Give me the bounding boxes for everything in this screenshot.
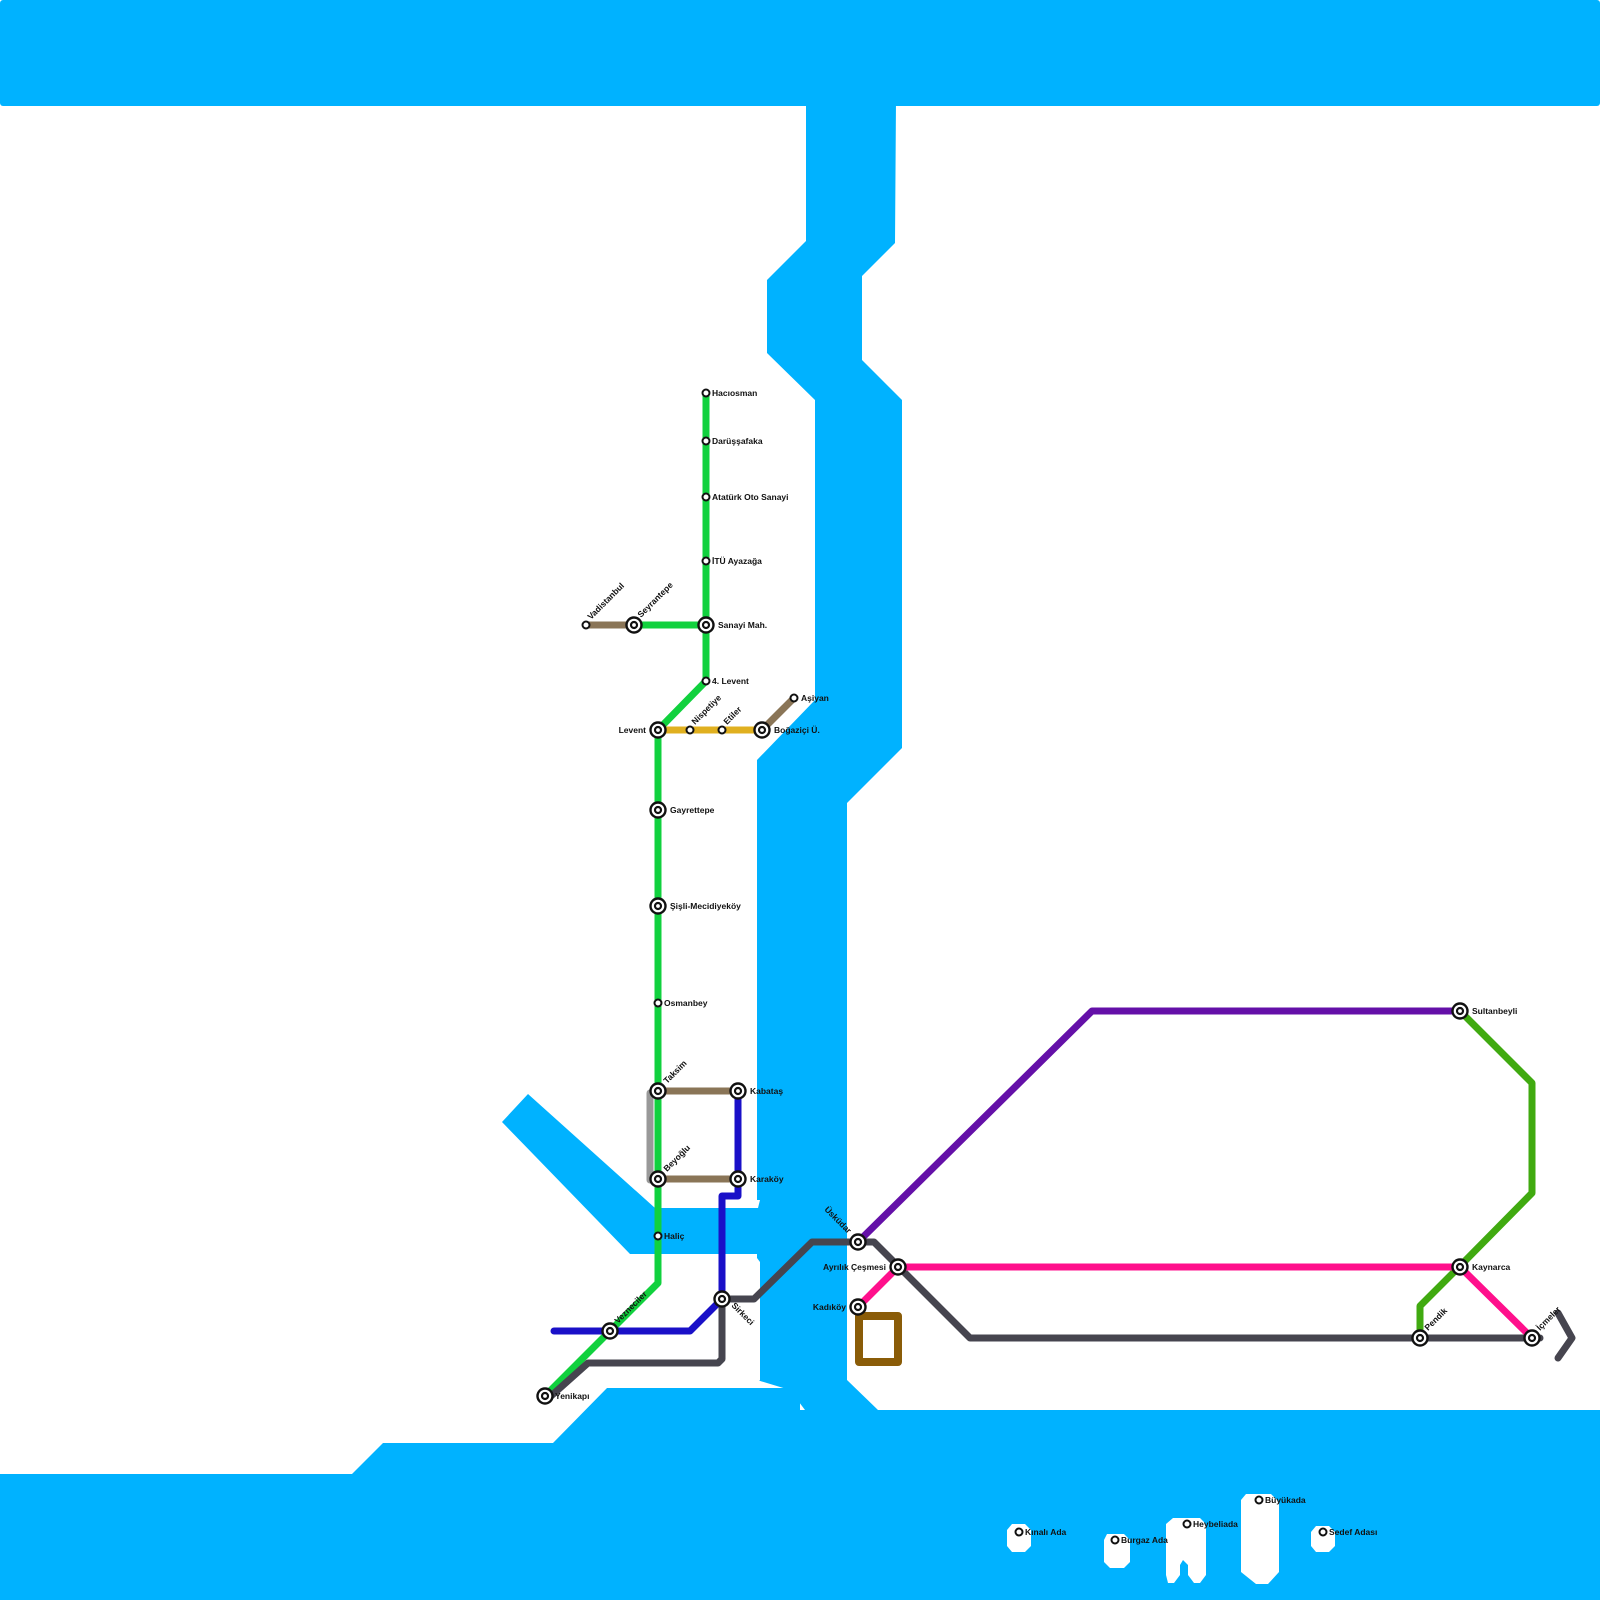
svg-text:Vezneciler: Vezneciler xyxy=(612,1288,649,1325)
prince-islands xyxy=(1007,1494,1335,1584)
station-hacıosman[interactable]: Hacıosman xyxy=(701,388,758,398)
svg-text:Sedef Adası: Sedef Adası xyxy=(1329,1527,1377,1537)
station-4-levent[interactable]: 4. Levent xyxy=(701,676,750,686)
station-burgaz-ada[interactable]: Burgaz Ada xyxy=(1110,1535,1169,1545)
svg-text:Haliç: Haliç xyxy=(664,1231,685,1241)
line-purple[interactable] xyxy=(854,1007,1464,1246)
station-buyukada[interactable]: Büyükada xyxy=(1254,1495,1306,1505)
svg-text:Burgaz Ada: Burgaz Ada xyxy=(1121,1535,1168,1545)
svg-text:Seyrantepe: Seyrantepe xyxy=(635,580,675,620)
station-sisli[interactable]: Şişli-Mecidiyeköy xyxy=(649,897,742,915)
station-levent[interactable]: Levent xyxy=(619,721,667,739)
svg-text:Şişli-Mecidiyeköy: Şişli-Mecidiyeköy xyxy=(670,901,741,911)
station-vadistanbul[interactable]: Vadistanbul xyxy=(581,581,627,630)
svg-text:4. Levent: 4. Levent xyxy=(712,676,749,686)
sea-of-marmara xyxy=(0,1388,1600,1600)
station-kinali-ada[interactable]: Kınalı Ada xyxy=(1014,1527,1067,1537)
station-sedef-adasi[interactable]: Sedef Adası xyxy=(1318,1527,1378,1537)
svg-text:Osmanbey: Osmanbey xyxy=(664,998,708,1008)
svg-text:Kabataş: Kabataş xyxy=(750,1086,783,1096)
svg-text:Sultanbeyli: Sultanbeyli xyxy=(1472,1006,1517,1016)
svg-text:Gayrettepe: Gayrettepe xyxy=(670,805,715,815)
svg-text:Pendik: Pendik xyxy=(1422,1305,1449,1332)
svg-text:Vadistanbul: Vadistanbul xyxy=(585,581,626,622)
station-gayrettepe[interactable]: Gayrettepe xyxy=(649,801,715,819)
station-bogazici[interactable]: Boğaziçi Ü. xyxy=(753,721,820,739)
svg-text:Yenikapı: Yenikapı xyxy=(555,1391,590,1401)
svg-text:Büyükada: Büyükada xyxy=(1265,1495,1306,1505)
svg-text:Atatürk Oto Sanayi: Atatürk Oto Sanayi xyxy=(712,492,789,502)
black-sea xyxy=(0,0,1600,106)
island-heybeliada xyxy=(1166,1518,1206,1583)
line-pink[interactable] xyxy=(854,1263,1536,1342)
island-burgaz xyxy=(1104,1534,1130,1568)
line-marmaray[interactable] xyxy=(547,1238,1544,1400)
island-buyukada xyxy=(1241,1494,1279,1584)
golden-horn xyxy=(502,1094,760,1254)
station-yenikapi[interactable]: Yenikapı xyxy=(536,1387,590,1405)
station-kadikoy[interactable]: Kadıköy xyxy=(813,1298,867,1316)
svg-text:Beyoğlu: Beyoğlu xyxy=(661,1143,692,1174)
station-karakoy[interactable]: Karaköy xyxy=(729,1170,784,1188)
station-kabatas[interactable]: Kabataş xyxy=(729,1082,784,1100)
svg-text:Karaköy: Karaköy xyxy=(750,1174,784,1184)
station-kaynarca[interactable]: Kaynarca xyxy=(1451,1258,1511,1276)
line-green2[interactable] xyxy=(1416,1007,1536,1342)
station-osmanbey[interactable]: Osmanbey xyxy=(653,998,708,1008)
svg-text:Heybeliada: Heybeliada xyxy=(1193,1519,1238,1529)
island-kinali xyxy=(1007,1524,1031,1552)
svg-text:Levent: Levent xyxy=(619,725,647,735)
svg-text:Boğaziçi Ü.: Boğaziçi Ü. xyxy=(774,725,820,735)
line-loop[interactable] xyxy=(855,1312,902,1366)
svg-text:Taksim: Taksim xyxy=(661,1058,689,1086)
island-sedef xyxy=(1311,1526,1335,1552)
svg-text:Kadıköy: Kadıköy xyxy=(813,1302,846,1312)
svg-text:İTÜ Ayazağa: İTÜ Ayazağa xyxy=(712,556,762,566)
svg-text:Ayrılık Çeşmesi: Ayrılık Çeşmesi xyxy=(823,1262,886,1272)
svg-text:Sanayi Mah.: Sanayi Mah. xyxy=(718,620,767,630)
station-ataturk-oto-sanayi[interactable]: Atatürk Oto Sanayi xyxy=(701,492,789,502)
station-halic[interactable]: Haliç xyxy=(653,1231,685,1241)
svg-text:Etiler: Etiler xyxy=(721,704,744,727)
station-ayrilik-cesmesi[interactable]: Ayrılık Çeşmesi xyxy=(823,1258,907,1276)
svg-text:Hacıosman: Hacıosman xyxy=(712,388,757,398)
station-sultanbeyli[interactable]: Sultanbeyli xyxy=(1451,1002,1518,1020)
arrow-icon[interactable] xyxy=(1554,1309,1576,1362)
station-icmeler[interactable]: İçmeler xyxy=(1523,1304,1563,1347)
svg-text:Kınalı Ada: Kınalı Ada xyxy=(1025,1527,1067,1537)
station-asiyan[interactable]: Aşiyan xyxy=(789,693,829,703)
svg-text:Darüşşafaka: Darüşşafaka xyxy=(712,436,763,446)
svg-text:Kaynarca: Kaynarca xyxy=(1472,1262,1511,1272)
svg-text:Aşiyan: Aşiyan xyxy=(801,693,829,703)
station-itu-ayazaga[interactable]: İTÜ Ayazağa xyxy=(701,556,763,566)
station-heybeliada[interactable]: Heybeliada xyxy=(1182,1519,1239,1529)
station-sanayi-mah[interactable]: Sanayi Mah. xyxy=(697,616,768,634)
station-darussafaka[interactable]: Darüşşafaka xyxy=(701,436,763,446)
bosphorus-strait xyxy=(750,100,902,1410)
lines-layer xyxy=(541,389,1576,1400)
